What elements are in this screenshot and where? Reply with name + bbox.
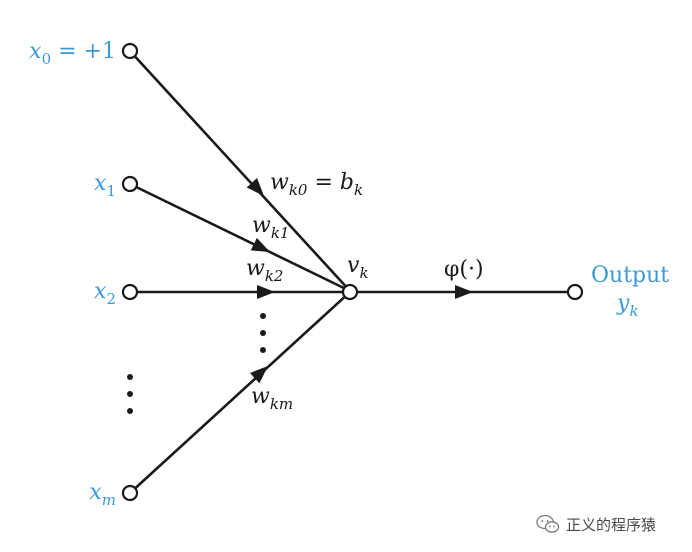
arrowheads (246, 177, 473, 384)
node-x2 (121, 283, 139, 301)
node-vk (341, 283, 359, 301)
label-x2: x2 (94, 279, 116, 308)
arrow-output (455, 285, 473, 299)
label-output-yk: yk (616, 291, 639, 320)
label-activation: φ(·) (444, 257, 484, 282)
ellipsis-inputs (127, 374, 133, 414)
label-xm: xm (89, 480, 116, 509)
arrow-x2 (257, 285, 275, 299)
label-wkm: wkm (251, 384, 293, 413)
wechat-icon (536, 514, 560, 533)
label-x1: x1 (94, 171, 116, 200)
node-xm (121, 484, 139, 502)
node-output (566, 283, 584, 301)
label-x0: x0 = +1 (29, 39, 116, 68)
label-vk: vk (347, 253, 369, 282)
label-wk1: wk1 (252, 213, 289, 242)
arrow-x1 (250, 237, 270, 252)
edge-xm-to-vk (128, 290, 352, 495)
edge-x1-to-vk (128, 182, 352, 293)
watermark: 正义的程序猿 (536, 512, 656, 536)
ellipsis-weights (260, 313, 266, 353)
label-wk0: wk0 = bk (270, 170, 363, 199)
arrow-xm (249, 366, 268, 384)
node-x0 (121, 42, 139, 60)
edge-x0-to-vk (128, 49, 352, 293)
label-wk2: wk2 (246, 256, 283, 285)
node-x1 (121, 175, 139, 193)
label-output-title: Output (591, 263, 669, 288)
watermark-text: 正义的程序猿 (566, 515, 657, 534)
arrow-x0 (246, 177, 264, 196)
